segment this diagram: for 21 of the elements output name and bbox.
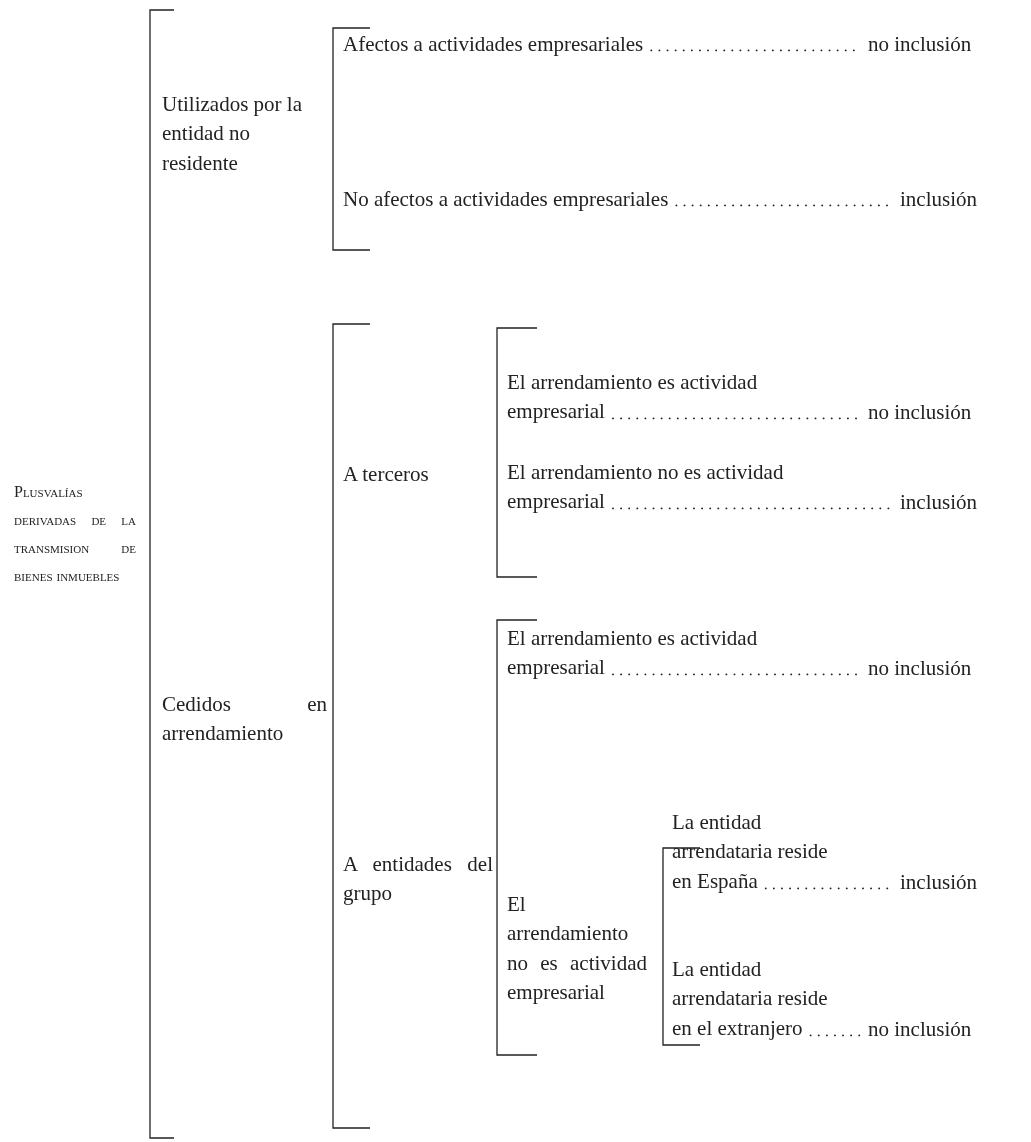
condition-text: La entidad arrendataria reside en el extranjero: [672, 955, 847, 1044]
heading-text: Plusvalías derivadas de la transmision de bienes inmuebles: [14, 478, 136, 590]
condition-text: El arrendamiento es actividad empresarial: [507, 368, 837, 427]
condition-text: Afectos a actividades empresariales: [343, 30, 644, 60]
result-text: no inclusión: [868, 398, 972, 428]
result-text: no inclusión: [868, 654, 972, 684]
condition-text: No afectos a actividades empresariales: [343, 185, 669, 215]
branch-text: Cedidos en arrendamiento: [162, 690, 327, 749]
branch-text: A entidades del grupo: [343, 850, 493, 909]
result-text: inclusión: [900, 488, 977, 518]
condition-text: La entidad arrendataria reside en España: [672, 808, 847, 897]
result-text: inclusión: [900, 868, 977, 898]
result-text: inclusión: [900, 185, 977, 215]
condition-text: El arrendamiento es actividad empresarial: [507, 624, 837, 683]
result-text: no inclusión: [868, 30, 972, 60]
branch-text: El arrendamiento no es actividad empresarial: [507, 890, 647, 1008]
branch-text: Utilizados por la entidad no residente: [162, 90, 324, 179]
leader-dots: [809, 1034, 861, 1037]
branch-text: A terceros: [343, 460, 429, 490]
result-text: no inclusión: [868, 1015, 972, 1045]
condition-text: El arrendamiento no es actividad empresarial: [507, 458, 837, 517]
